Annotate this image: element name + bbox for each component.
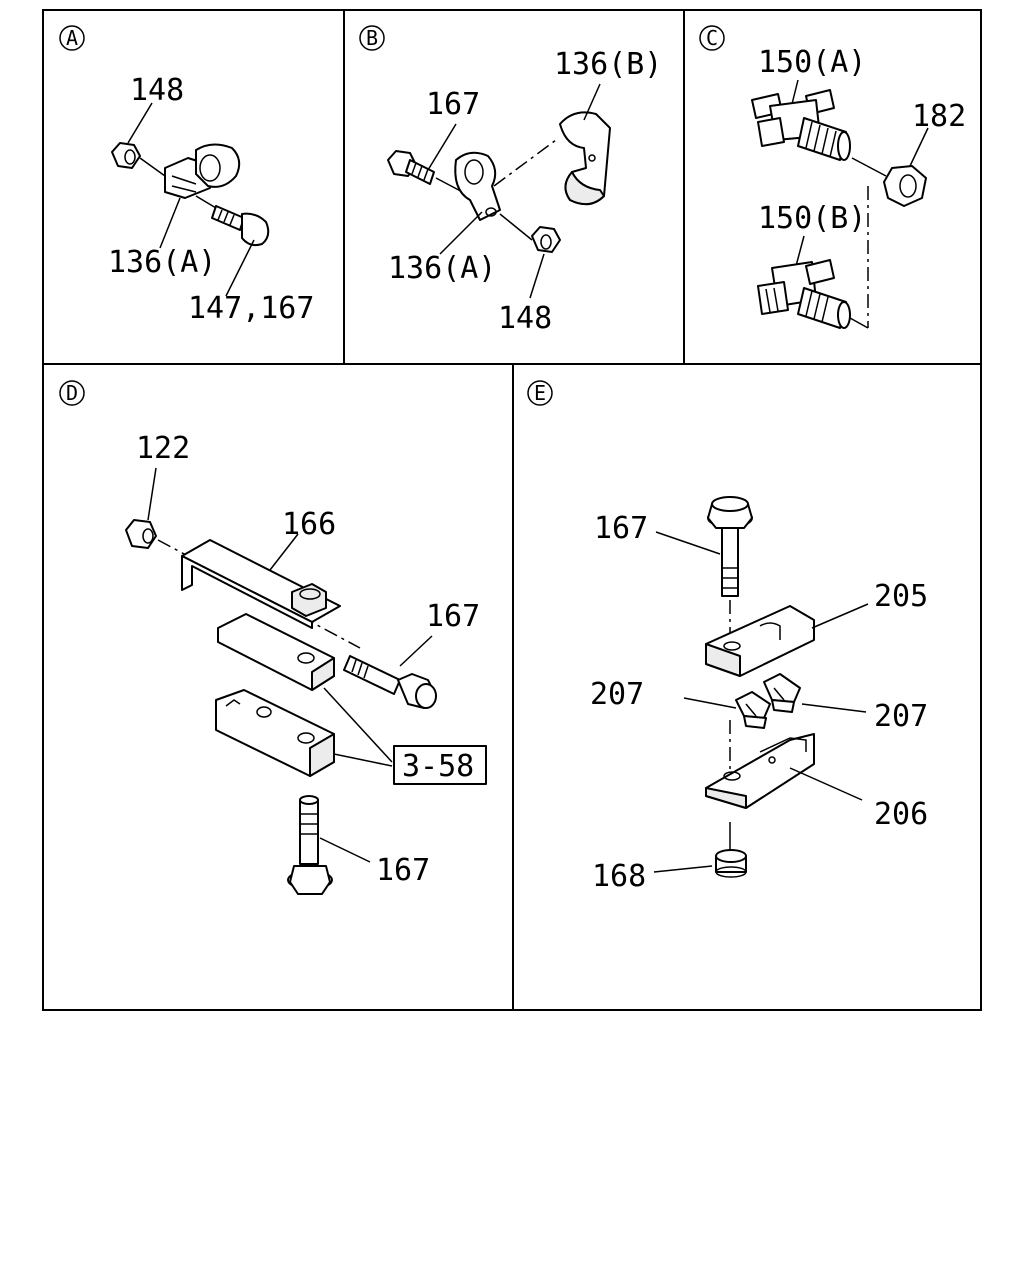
label-d-167-side: 167 <box>426 599 480 634</box>
bolt-icon <box>387 150 435 185</box>
label-e-167: 167 <box>594 511 648 546</box>
label-e-207-right: 207 <box>874 699 928 734</box>
clamp-block-icon <box>217 613 335 691</box>
label-a-147-167: 147,167 <box>188 291 314 326</box>
panel-c: C 150(A) 182 150(B) <box>699 25 966 329</box>
label-a-148: 148 <box>130 73 184 108</box>
panel-b-marker-circle <box>359 25 385 51</box>
panel-b: B 167 136(B) 136(A) <box>359 25 662 336</box>
clip-icon <box>559 111 611 206</box>
panel-frames <box>42 9 982 1011</box>
bolt-icon <box>195 195 270 247</box>
panel-c-marker-circle <box>699 25 725 51</box>
label-e-206: 206 <box>874 797 928 832</box>
reference-box <box>393 745 487 785</box>
label-c-182: 182 <box>912 99 966 134</box>
panel-b-letter: B <box>366 26 378 50</box>
fitting-icon <box>751 89 851 161</box>
panel-d: D 122 166 167 <box>59 380 487 895</box>
clamp-block-icon <box>705 733 815 809</box>
clip-icon <box>454 151 501 221</box>
panel-e: E 167 205 <box>527 380 928 894</box>
nut-icon <box>715 849 747 878</box>
panel-a-marker-circle <box>59 25 85 51</box>
label-b-167: 167 <box>426 87 480 122</box>
panel-e-marker-circle <box>527 380 553 406</box>
label-d-166: 166 <box>282 507 336 542</box>
panel-e-letter: E <box>534 381 546 405</box>
bracket-icon <box>181 539 341 629</box>
label-a-136a: 136(A) <box>108 245 216 280</box>
fitting-icon <box>757 259 851 329</box>
clip-icon <box>763 673 801 713</box>
panel-c-letter: C <box>706 26 718 50</box>
bolt-icon <box>707 496 753 597</box>
bolt-icon <box>343 655 437 709</box>
nut-icon <box>125 519 157 549</box>
panel-a: A 148 136(A) 147,167 <box>59 25 314 326</box>
nut-icon <box>111 142 141 169</box>
label-e-207-left: 207 <box>590 677 644 712</box>
clip-icon <box>164 143 241 199</box>
clamp-block-icon <box>705 605 815 677</box>
label-e-168: 168 <box>592 859 646 894</box>
panel-d-marker-circle <box>59 380 85 406</box>
panel-d-letter: D <box>66 381 78 405</box>
label-c-150b: 150(B) <box>758 201 866 236</box>
label-c-150a: 150(A) <box>758 45 866 80</box>
panel-a-letter: A <box>66 26 78 50</box>
nut-icon <box>531 226 561 253</box>
label-e-205: 205 <box>874 579 928 614</box>
label-d-167-bottom: 167 <box>376 853 430 888</box>
clamp-block-icon <box>215 689 335 777</box>
nut-icon <box>883 165 927 207</box>
label-d-122: 122 <box>136 431 190 466</box>
bolt-icon <box>287 795 333 895</box>
label-b-136b: 136(B) <box>554 47 662 82</box>
label-d-3-58: 3-58 <box>402 749 474 784</box>
clip-icon <box>735 691 771 729</box>
label-b-148: 148 <box>498 301 552 336</box>
label-b-136a: 136(A) <box>388 251 496 286</box>
